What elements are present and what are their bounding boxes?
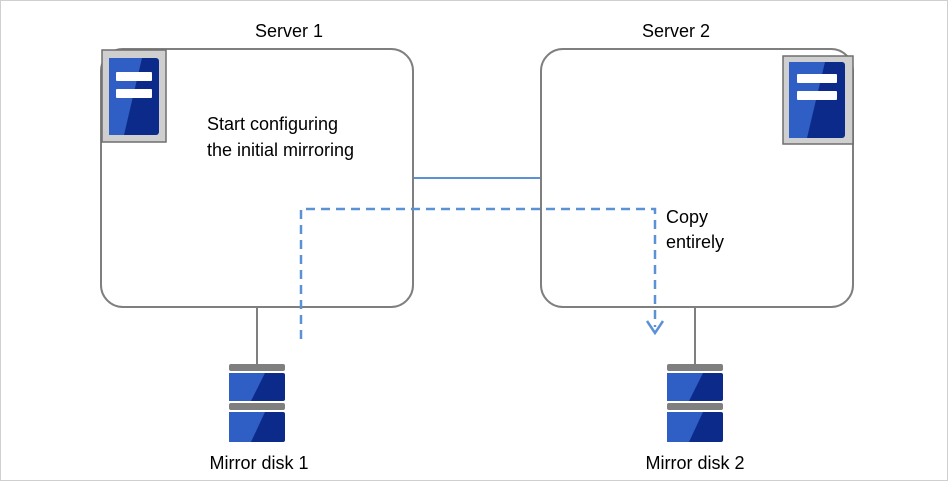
- server-icon: [101, 49, 167, 143]
- start-note-line-2: the initial mirroring: [207, 140, 355, 160]
- mirror-disk-1-label: Mirror disk 1: [209, 453, 309, 473]
- copy-arrow-head: [645, 320, 665, 336]
- copy-note-line-2: entirely: [666, 232, 725, 252]
- server-2-label: Server 2: [641, 21, 711, 41]
- mirror-disk-2-label: Mirror disk 2: [645, 453, 745, 473]
- disk-icon: [229, 364, 285, 442]
- server-icon: [782, 55, 854, 145]
- start-note-line-1: Start configuring: [207, 114, 339, 134]
- copy-path-dashed: [299, 207, 657, 339]
- server-1-label: Server 1: [254, 21, 324, 41]
- copy-note-line-1: Copy: [666, 207, 709, 227]
- server-2-box: [540, 48, 854, 308]
- disk-icon: [667, 364, 723, 442]
